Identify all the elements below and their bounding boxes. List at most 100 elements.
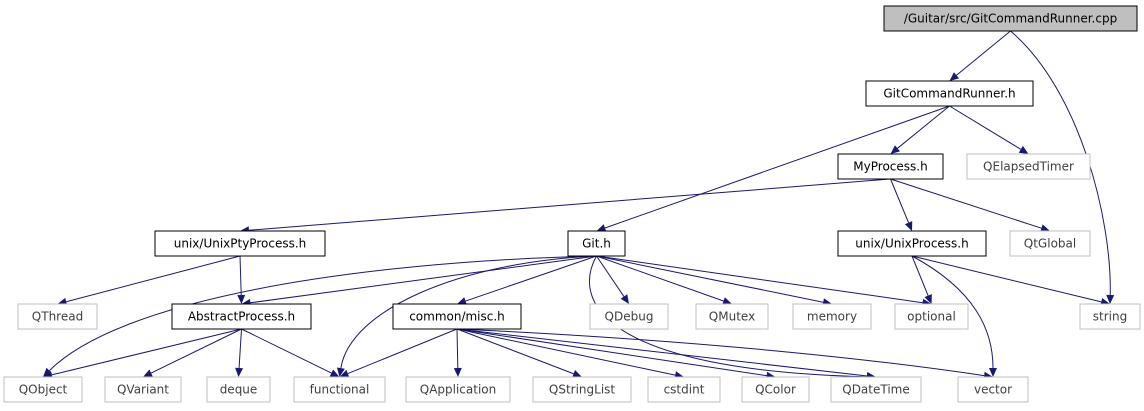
node-label: common/misc.h <box>409 310 505 324</box>
node-label: QStringList <box>549 383 616 397</box>
node-label: QVariant <box>117 383 169 397</box>
arrowhead <box>904 221 913 231</box>
node-gitcommandrunner-h[interactable]: GitCommandRunner.h <box>865 80 1034 107</box>
arrowhead <box>329 369 340 377</box>
node-label: MyProcess.h <box>853 160 927 174</box>
edge-git-h-to-qobject <box>43 255 597 377</box>
arrowhead <box>620 294 629 304</box>
edge-git-h-to-abstractprocess-h <box>241 255 597 307</box>
node-unix-unixprocess-h[interactable]: unix/UnixProcess.h <box>837 230 987 257</box>
edge-common-misc-h-to-qapplication <box>453 328 462 377</box>
node-label: functional <box>310 383 370 397</box>
arrowhead <box>989 368 997 377</box>
node-qvariant: QVariant <box>104 376 182 403</box>
arrowhead <box>572 370 582 378</box>
edge-git-h-to-functional <box>336 255 597 377</box>
arrowhead <box>596 224 607 232</box>
node-label: QApplication <box>420 383 497 397</box>
node-qapplication: QApplication <box>405 376 511 403</box>
node-box <box>171 303 312 330</box>
arrowhead <box>924 294 932 304</box>
node-qthread: QThread <box>17 303 98 330</box>
edge-unix-unixprocess-h-to-string <box>911 255 1110 306</box>
node-box <box>966 153 1091 180</box>
edge-gitcommandrunner-h-to-git-h <box>596 105 950 232</box>
edge-myprocess-h-to-qtglobal <box>890 178 1050 233</box>
edge-abstractprocess-h-to-functional <box>241 328 340 377</box>
node-box <box>206 376 271 403</box>
node-label: unix/UnixPtyProcess.h <box>174 237 307 251</box>
node-guitar-src-gitcommandrunner-cpp[interactable]: /Guitar/src/GitCommandRunner.cpp <box>883 5 1138 32</box>
node-box <box>532 376 632 403</box>
node-box <box>830 376 922 403</box>
arrowhead <box>453 367 462 377</box>
arrowhead <box>235 367 244 377</box>
node-label: /Guitar/src/GitCommandRunner.cpp <box>904 12 1117 26</box>
edge-abstractprocess-h-to-qobject <box>43 328 242 379</box>
node-qtglobal: QtGlobal <box>1009 230 1091 257</box>
edge-common-misc-h-to-vector <box>456 328 993 380</box>
edge-common-misc-h-to-qstringlist <box>456 328 582 378</box>
node-label: QObject <box>19 383 68 397</box>
node-common-misc-h[interactable]: common/misc.h <box>392 303 522 330</box>
node-label: vector <box>974 383 1012 397</box>
node-box <box>1009 230 1091 257</box>
node-qobject: QObject <box>3 376 83 403</box>
node-box <box>392 303 522 330</box>
arrowhead <box>1106 294 1115 304</box>
arrowhead <box>457 297 467 305</box>
node-box <box>17 303 98 330</box>
node-box <box>695 303 769 330</box>
node-box <box>741 376 810 403</box>
arrowhead <box>722 297 732 305</box>
node-box <box>1079 303 1141 330</box>
arrowhead <box>890 145 901 154</box>
edge-git-h-to-qmutex <box>596 255 732 305</box>
node-qcolor: QColor <box>741 376 810 403</box>
node-qdatetime: QDateTime <box>830 376 922 403</box>
node-unix-unixptyprocess-h[interactable]: unix/UnixPtyProcess.h <box>154 230 326 257</box>
edge-myprocess-h-to-unix-unixptyprocess-h <box>240 178 891 235</box>
arrowhead <box>1040 224 1050 233</box>
node-box <box>837 230 987 257</box>
node-box <box>405 376 511 403</box>
arrowhead <box>43 367 53 377</box>
node-label: memory <box>807 310 857 324</box>
node-abstractprocess-h[interactable]: AbstractProcess.h <box>171 303 312 330</box>
edge-gitcommandrunner-h-to-qelapsedtimer <box>949 105 1029 154</box>
node-label: deque <box>220 383 258 397</box>
node-optional: optional <box>894 303 969 330</box>
node-git-h[interactable]: Git.h <box>567 230 626 257</box>
node-qdebug: QDebug <box>589 303 669 330</box>
edge-unix-unixprocess-h-to-vector <box>911 255 997 377</box>
node-box <box>894 303 969 330</box>
edge-git-h-to-common-misc-h <box>457 255 597 305</box>
edge-git-h-to-qdebug <box>596 255 629 304</box>
node-label: QMutex <box>709 310 755 324</box>
node-box <box>837 153 944 180</box>
node-qstringlist: QStringList <box>532 376 632 403</box>
edge-guitar-src-gitcommandrunner-cpp-to-gitcommandrunner-h <box>949 30 1011 81</box>
arrowhead <box>1018 145 1029 154</box>
node-memory: memory <box>792 303 872 330</box>
node-qelapsedtimer: QElapsedTimer <box>966 153 1091 180</box>
arrowhead <box>336 367 345 377</box>
node-box <box>647 376 721 403</box>
edge-gitcommandrunner-h-to-myprocess-h <box>890 105 950 154</box>
node-label: Git.h <box>582 237 611 251</box>
edge-common-misc-h-to-functional <box>339 328 458 378</box>
node-string: string <box>1079 303 1141 330</box>
node-box <box>293 376 386 403</box>
arrowhead <box>339 369 350 378</box>
node-label: AbstractProcess.h <box>188 310 295 324</box>
edge-git-h-to-memory <box>596 255 832 307</box>
node-label: QDateTime <box>842 383 910 397</box>
node-box <box>3 376 83 403</box>
node-box <box>154 230 326 257</box>
node-cstdint: cstdint <box>647 376 721 403</box>
node-box <box>957 376 1029 403</box>
node-myprocess-h[interactable]: MyProcess.h <box>837 153 944 180</box>
node-qmutex: QMutex <box>695 303 769 330</box>
node-functional: functional <box>293 376 386 403</box>
